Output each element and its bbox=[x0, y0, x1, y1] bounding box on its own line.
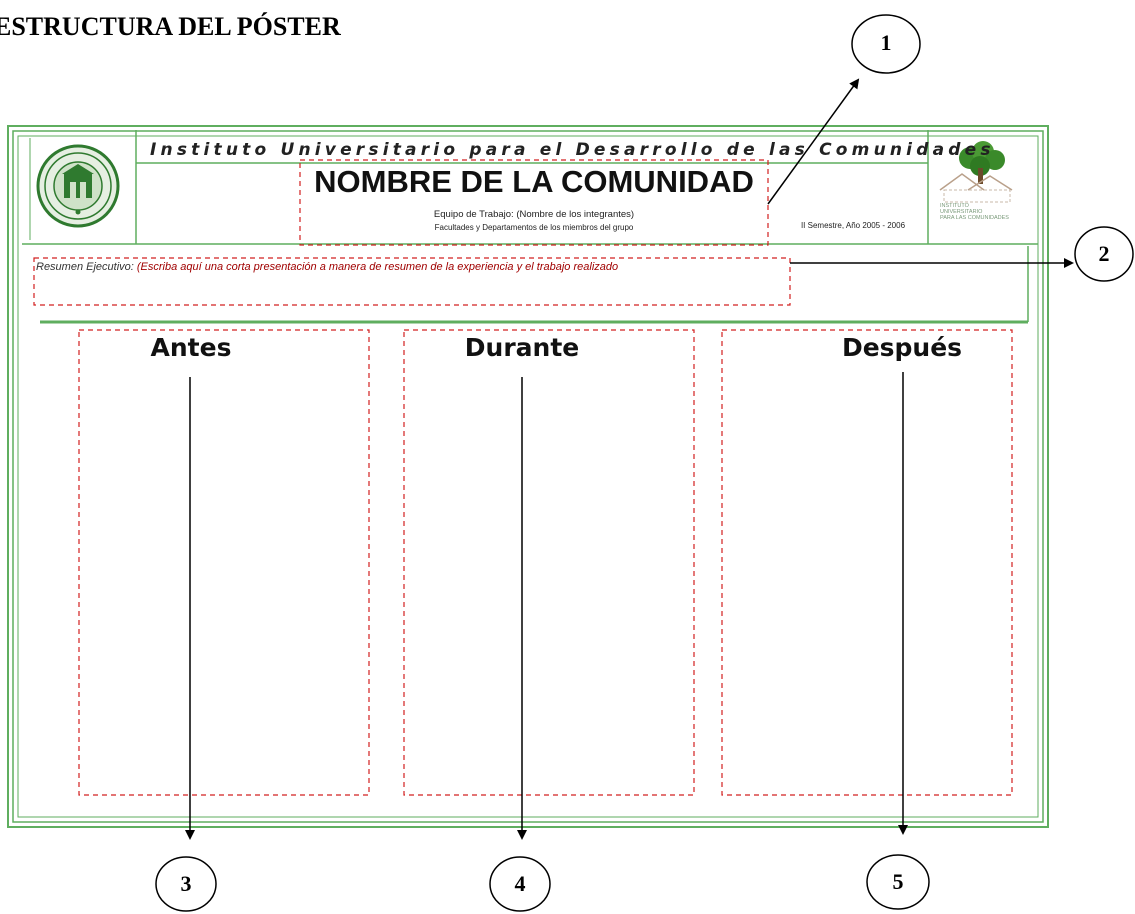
callout-number-2: 2 bbox=[1098, 241, 1110, 266]
poster-frame bbox=[7, 125, 1049, 828]
right-logo-caption: INSTITUTO UNIVERSITARIO PARA LAS COMUNID… bbox=[940, 203, 1020, 221]
right-logo-caption-line: INSTITUTO bbox=[940, 203, 969, 209]
column-heading-durante: Durante bbox=[464, 333, 580, 362]
summary-text: (Escriba aquí una corta presentación a m… bbox=[136, 261, 619, 273]
callout-circle-5 bbox=[866, 854, 930, 910]
header-grid bbox=[22, 130, 1038, 324]
community-title: NOMBRE DE LA COMUNIDAD bbox=[314, 164, 754, 199]
callout-arrows bbox=[185, 78, 1074, 840]
despues-area bbox=[721, 329, 1013, 796]
tree-house-logo-icon bbox=[939, 141, 1013, 203]
callout-circle-2 bbox=[1074, 226, 1134, 282]
faculties-line: Facultades y Departamentos de los miembr… bbox=[434, 223, 634, 232]
arrow-1 bbox=[767, 78, 860, 205]
university-seal-icon bbox=[36, 144, 120, 228]
institute-name: Instituto Universitario para el Desarrol… bbox=[150, 140, 995, 160]
callout-circle-3 bbox=[155, 856, 217, 912]
column-heading-despues: Después bbox=[841, 333, 963, 362]
right-logo-caption-line: UNIVERSITARIO bbox=[940, 209, 983, 215]
callout-number-3: 3 bbox=[180, 871, 192, 896]
semester-line: II Semestre, Año 2005 - 2006 bbox=[800, 221, 906, 230]
dashed-areas bbox=[33, 159, 1013, 796]
summary-area bbox=[33, 257, 791, 306]
executive-summary: Resumen Ejecutivo: (Escriba aquí una cor… bbox=[36, 261, 786, 273]
title-area bbox=[299, 159, 769, 246]
callout-number-1: 1 bbox=[880, 30, 892, 55]
callout-circle-1 bbox=[851, 14, 921, 74]
antes-area bbox=[78, 329, 370, 796]
callout-number-5: 5 bbox=[892, 869, 904, 894]
callout-circles bbox=[155, 14, 1134, 912]
page-heading: ESTRUCTURA DEL PÓSTER bbox=[0, 12, 341, 41]
team-line: Equipo de Trabajo: (Nombre de los integr… bbox=[433, 209, 635, 220]
durante-area bbox=[403, 329, 695, 796]
column-heading-antes: Antes bbox=[150, 333, 232, 362]
callout-number-4: 4 bbox=[514, 871, 526, 896]
right-logo-caption-line: PARA LAS COMUNIDADES bbox=[940, 215, 1009, 221]
callout-circle-4 bbox=[489, 856, 551, 912]
summary-lead: Resumen Ejecutivo: bbox=[36, 261, 134, 273]
